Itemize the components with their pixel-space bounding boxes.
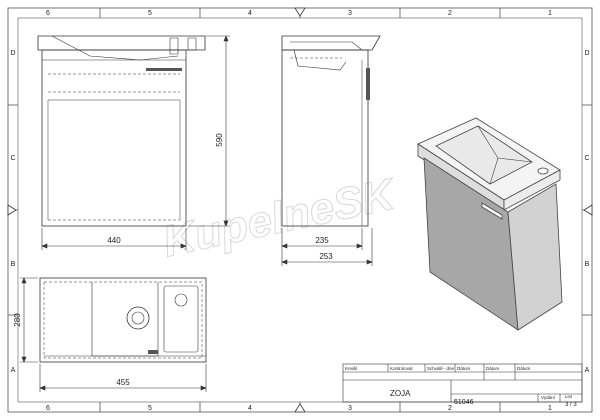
side-basin-profile (290, 41, 363, 71)
top-basin-bowl (91, 282, 159, 357)
center-marker-top (294, 7, 306, 17)
dimension-side-total (281, 228, 373, 266)
dimension-top-width (39, 364, 207, 392)
side-cabinet-body (281, 49, 369, 227)
top-drain-outer (126, 306, 150, 330)
zone-top-4: 3 (348, 10, 352, 17)
title-header-issue: Vydání (541, 395, 556, 400)
zone-right-1: D (584, 50, 589, 57)
front-cabinet-body (41, 49, 187, 227)
title-block (342, 363, 583, 403)
center-marker-right (583, 204, 593, 216)
title-header-approved: Schválil - dne (427, 366, 455, 371)
dimension-side-depth-label: 235 (315, 236, 329, 245)
title-header-date-1: Dátum (457, 366, 471, 371)
title-header-checked: Kontroloval (390, 366, 413, 371)
top-view (39, 277, 207, 363)
top-outline (39, 277, 207, 363)
iso-tap-hole (537, 167, 549, 175)
dimension-top-depth-label: 280 (13, 313, 22, 327)
title-header-date-2: Dátum (486, 366, 500, 371)
zone-right-2: C (584, 155, 589, 162)
zone-top-1: 6 (46, 10, 50, 17)
dimension-front-width (41, 228, 187, 250)
dimension-front-height (188, 35, 230, 227)
dimension-front-height-label: 590 (215, 133, 224, 147)
dimension-side-total-label: 253 (319, 252, 333, 261)
zone-labels: 6 5 4 3 2 1 6 5 4 3 2 1 D C B A D C B A (10, 10, 589, 412)
centering-markers (7, 7, 593, 413)
product-name: ZOJA (390, 389, 411, 398)
side-view (281, 35, 381, 227)
zone-bottom-3: 4 (248, 405, 252, 412)
zone-bottom-1: 6 (46, 405, 50, 412)
front-basin-rim (37, 35, 206, 51)
zone-left-2: C (10, 155, 15, 162)
dimension-side-depth (281, 228, 363, 266)
title-header-date-3: Dátum (517, 366, 531, 371)
title-header-drawn: Kreslil (345, 366, 357, 371)
zone-right-4: A (585, 367, 590, 374)
dimension-front-width-label: 440 (107, 236, 121, 245)
side-handle (366, 68, 370, 100)
zone-left-4: A (11, 367, 16, 374)
zone-left-1: D (10, 50, 15, 57)
center-marker-left (7, 204, 17, 216)
zone-left-3: B (11, 261, 16, 268)
zone-bottom-2: 5 (148, 405, 152, 412)
front-handle (146, 68, 182, 71)
watermark-text: KupelneSK (159, 169, 402, 266)
top-drain-inner (131, 311, 145, 325)
zone-top-3: 4 (248, 10, 252, 17)
iso-cabinet-side (507, 183, 563, 331)
center-marker-bottom (294, 403, 306, 413)
dimension-top-width-label: 455 (116, 378, 130, 387)
zone-right-3: B (585, 261, 590, 268)
front-basin-profile (51, 35, 179, 61)
zone-top-2: 5 (148, 10, 152, 17)
isometric-view (417, 117, 563, 331)
top-tap-hole (174, 293, 188, 307)
front-overflow (169, 37, 179, 55)
dimension-top-depth (20, 277, 38, 363)
front-view (37, 35, 206, 227)
zone-bottom-5: 2 (448, 405, 452, 412)
zone-top-5: 2 (448, 10, 452, 17)
zone-bottom-4: 3 (348, 405, 352, 412)
zone-top-6: 1 (548, 10, 552, 17)
title-header-sheet: List (565, 394, 573, 399)
zone-bottom-6: 1 (548, 405, 552, 412)
sheet-number: 3 / 3 (565, 402, 577, 408)
side-basin-rim (281, 35, 381, 51)
drawing-number: 51046 (454, 399, 474, 406)
iso-door-handle (481, 202, 503, 220)
